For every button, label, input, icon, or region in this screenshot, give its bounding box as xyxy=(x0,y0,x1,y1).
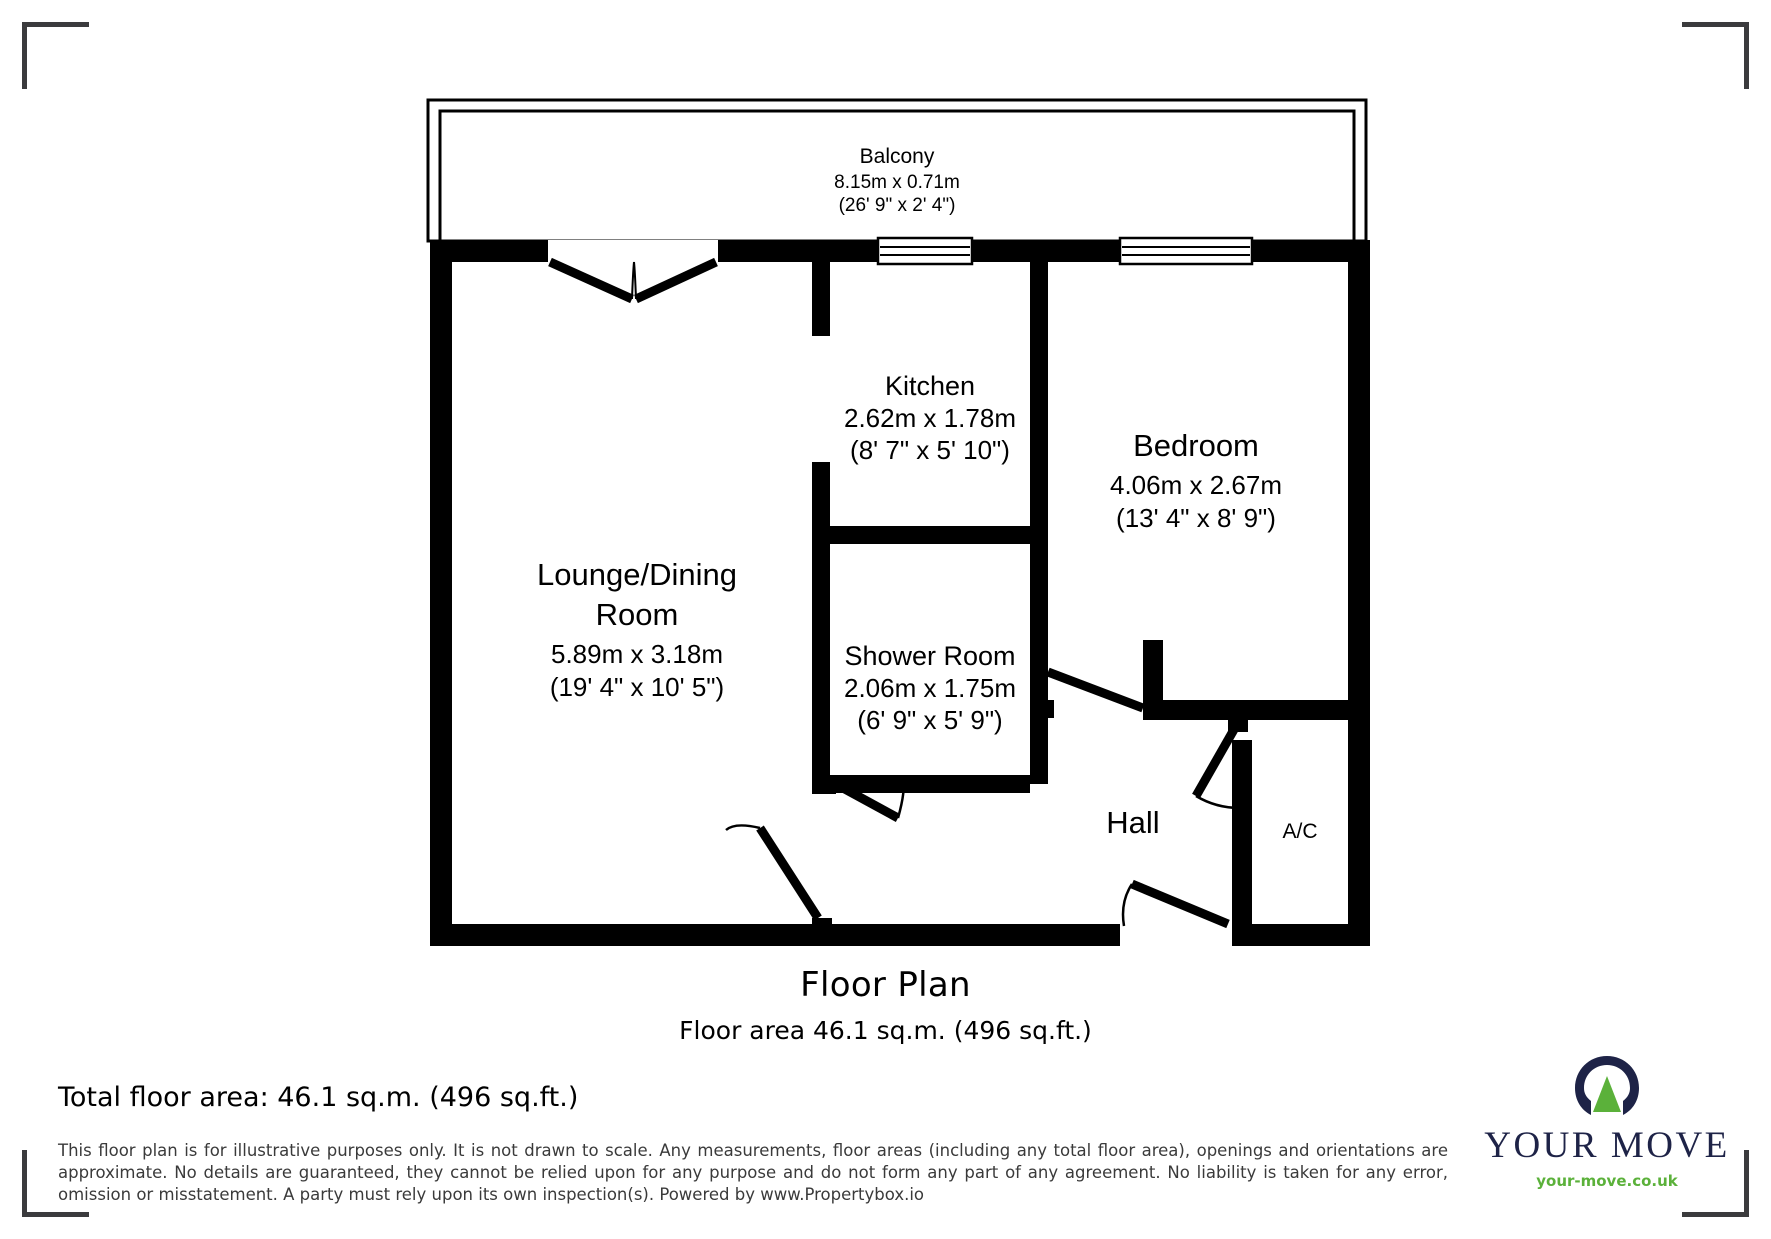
lounge-label-line1: Lounge/Dining xyxy=(537,557,737,592)
logo-url: your-move.co.uk xyxy=(1536,1172,1678,1190)
door-bedroom xyxy=(1037,667,1145,715)
door-entrance xyxy=(1121,879,1230,929)
window-top-right xyxy=(1118,236,1254,266)
balcony-label: Balcony xyxy=(860,145,935,168)
door-ac-cupboard xyxy=(1192,723,1241,810)
crop-mark-top-right xyxy=(1682,22,1749,89)
shower-room-dim-imperial: (6' 9" x 5' 9") xyxy=(857,705,1002,735)
disclaimer-text: This floor plan is for illustrative purp… xyxy=(58,1141,1448,1204)
your-move-logo: YOUR MOVE your-move.co.uk xyxy=(1483,1052,1731,1190)
lounge-dim-metric: 5.89m x 3.18m xyxy=(551,639,723,669)
floor-plan-drawing: Balcony 8.15m x 0.71m (26' 9" x 2' 4") xyxy=(426,98,1370,946)
logo-wordmark: YOUR MOVE xyxy=(1484,1125,1730,1166)
shower-room-label: Shower Room xyxy=(844,641,1015,671)
kitchen-dim-metric: 2.62m x 1.78m xyxy=(844,403,1016,433)
window-top-left xyxy=(876,236,974,266)
lounge-dim-imperial: (19' 4" x 10' 5") xyxy=(550,672,724,702)
total-floor-area: Total floor area: 46.1 sq.m. (496 sq.ft.… xyxy=(58,1082,579,1113)
door-lounge xyxy=(725,824,822,921)
plan-area-caption: Floor area 46.1 sq.m. (496 sq.ft.) xyxy=(679,1016,1092,1045)
your-move-mark-icon xyxy=(1575,1056,1639,1115)
balcony-dim-metric: 8.15m x 0.71m xyxy=(834,172,960,193)
balcony-outline xyxy=(426,98,1368,243)
crop-mark-bottom-left xyxy=(22,1150,89,1217)
page-title: Floor Plan xyxy=(800,965,971,1005)
bedroom-dim-imperial: (13' 4" x 8' 9") xyxy=(1116,503,1276,533)
shower-room-dim-metric: 2.06m x 1.75m xyxy=(844,673,1016,703)
door-shower-room xyxy=(829,775,906,822)
crop-mark-top-left xyxy=(22,22,89,89)
hall-label: Hall xyxy=(1106,805,1159,840)
lounge-label-line2: Room xyxy=(596,597,679,632)
balcony-dim-imperial: (26' 9" x 2' 4") xyxy=(839,195,956,216)
ac-cupboard-label: A/C xyxy=(1282,820,1317,843)
wall-structure xyxy=(430,240,1370,946)
kitchen-dim-imperial: (8' 7" x 5' 10") xyxy=(850,435,1010,465)
door-balcony-double xyxy=(548,240,718,304)
bedroom-label: Bedroom xyxy=(1133,428,1259,463)
bedroom-dim-metric: 4.06m x 2.67m xyxy=(1110,470,1282,500)
crop-mark-bottom-right xyxy=(1682,1150,1749,1217)
kitchen-label: Kitchen xyxy=(885,371,975,401)
